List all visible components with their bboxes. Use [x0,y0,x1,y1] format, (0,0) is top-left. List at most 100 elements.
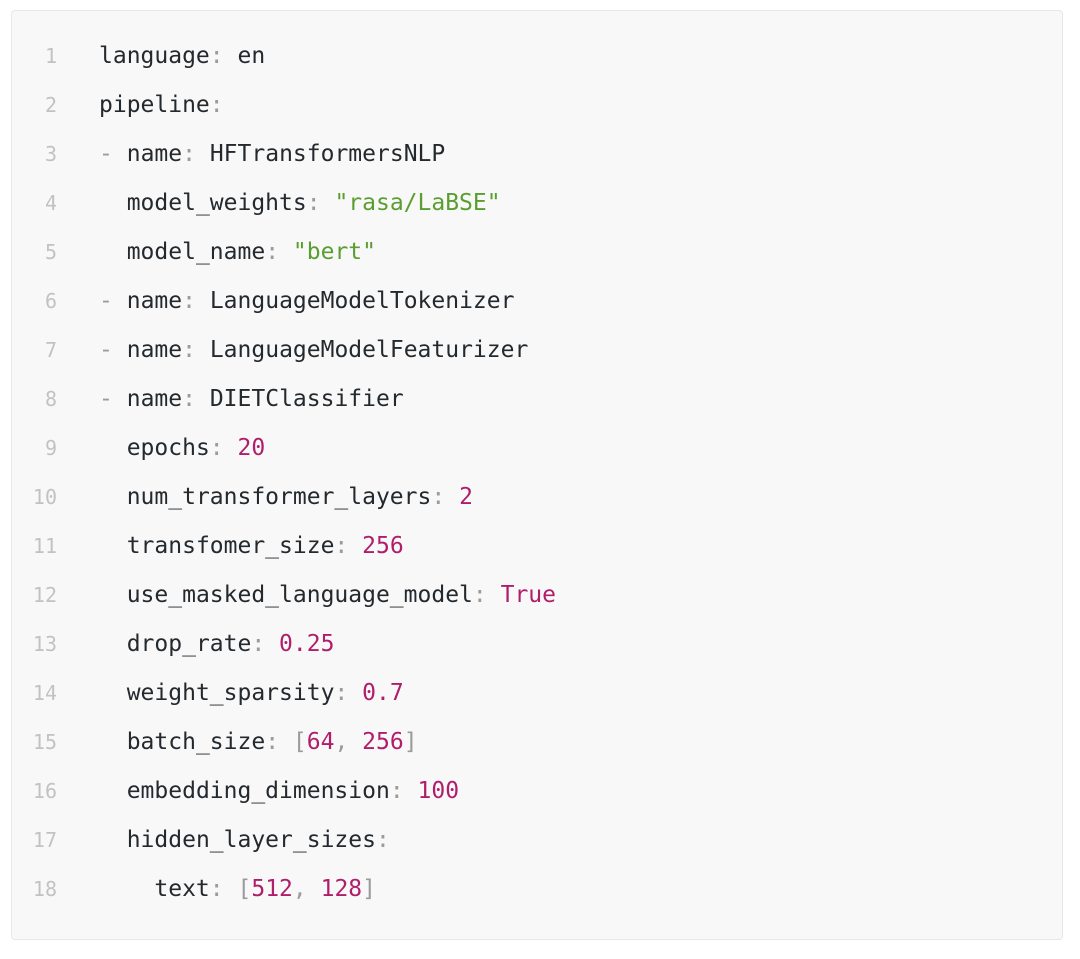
line-content: - name: HFTransformersNLP [57,130,445,179]
token-space [99,435,127,461]
line-content: model_name: "bert" [57,228,376,277]
token-space [99,239,127,265]
code-line: 14 weight_sparsity: 0.7 [12,669,1062,718]
token-number: 64 [306,729,335,755]
token-number: 0.25 [279,631,335,657]
line-number: 17 [32,828,57,852]
token-key: hidden_layer_sizes [126,827,376,853]
token-punct: : [472,582,487,608]
token-space [224,435,238,461]
token-bracket: [ [237,876,252,902]
line-content: epochs: 20 [57,424,266,473]
token-space [99,680,127,706]
token-space [113,337,127,363]
code-line: 8- name: DIETClassifier [12,375,1062,424]
token-string: "rasa/LaBSE" [334,190,501,216]
token-punct: : [182,337,196,363]
code-line: 9 epochs: 20 [12,424,1062,473]
token-space [487,582,501,608]
token-key: name [126,337,183,363]
line-content: transfomer_size: 256 [57,522,404,571]
token-space [196,337,210,363]
line-content: drop_rate: 0.25 [57,620,335,669]
code-line: 11 transfomer_size: 256 [12,522,1062,571]
token-key: language [99,43,210,69]
token-space [99,778,127,804]
token-bracket: [ [292,729,307,755]
token-plain: LanguageModelFeaturizer [209,337,529,363]
token-space [196,288,210,314]
token-punct: : [389,778,404,804]
token-number: 20 [237,435,266,461]
token-space [99,729,127,755]
token-punct: : [431,484,446,510]
line-number: 6 [44,289,57,313]
token-space [348,533,362,559]
code-line: 5 model_name: "bert" [12,228,1062,277]
token-number: 256 [362,729,404,755]
token-number: 256 [362,533,404,559]
token-key: weight_sparsity [126,680,335,706]
code-line: 12 use_masked_language_model: True [12,571,1062,620]
token-space [99,533,127,559]
line-content: weight_sparsity: 0.7 [57,669,404,718]
token-space [265,631,279,657]
line-content: pipeline: [57,81,224,130]
line-content: use_masked_language_model: True [57,571,556,620]
token-number: 512 [251,876,293,902]
line-number: 13 [32,632,57,656]
line-content: language: en [57,32,265,81]
token-key: name [126,288,183,314]
line-number: 10 [32,485,57,509]
token-number: 2 [459,484,473,510]
line-number: 1 [44,44,57,68]
line-number: 8 [44,387,57,411]
token-dash: - [99,141,113,167]
code-line: 10 num_transformer_layers: 2 [12,473,1062,522]
token-number: 0.7 [362,680,404,706]
token-space [196,141,210,167]
code-line: 15 batch_size: [64, 256] [12,718,1062,767]
token-space [113,386,127,412]
code-line: 3- name: HFTransformersNLP [12,130,1062,179]
line-number: 11 [32,534,57,558]
token-bracket: ] [362,876,377,902]
token-punct: : [209,92,224,118]
token-number: 128 [320,876,363,902]
token-space [99,484,127,510]
token-punct: : [209,876,224,902]
line-number: 15 [32,730,57,754]
line-content: num_transformer_layers: 2 [57,473,473,522]
line-number: 4 [44,191,57,215]
line-number: 9 [44,436,57,460]
token-punct: : [182,386,196,412]
token-space [113,141,127,167]
line-number: 14 [32,681,57,705]
token-punct: : [334,533,349,559]
token-key: text [154,876,210,902]
token-plain: DIETClassifier [209,386,404,412]
token-space [224,43,238,69]
token-space [279,729,293,755]
token-punct: : [334,680,349,706]
code-line: 18 text: [512, 128] [12,865,1062,914]
token-bracket: , [334,729,363,755]
token-punct: : [265,729,280,755]
code-line: 13 drop_rate: 0.25 [12,620,1062,669]
token-punct: : [209,43,224,69]
token-plain: en [237,43,266,69]
token-space [404,778,418,804]
token-key: use_masked_language_model [126,582,473,608]
token-space [113,288,127,314]
token-key: batch_size [126,729,266,755]
token-dash: - [99,288,113,314]
line-number: 18 [32,877,57,901]
token-space [321,190,335,216]
code-line: 7- name: LanguageModelFeaturizer [12,326,1062,375]
token-punct: : [182,288,196,314]
token-key: epochs [126,435,210,461]
token-space [445,484,459,510]
line-content: model_weights: "rasa/LaBSE" [57,179,501,228]
line-number: 16 [32,779,57,803]
